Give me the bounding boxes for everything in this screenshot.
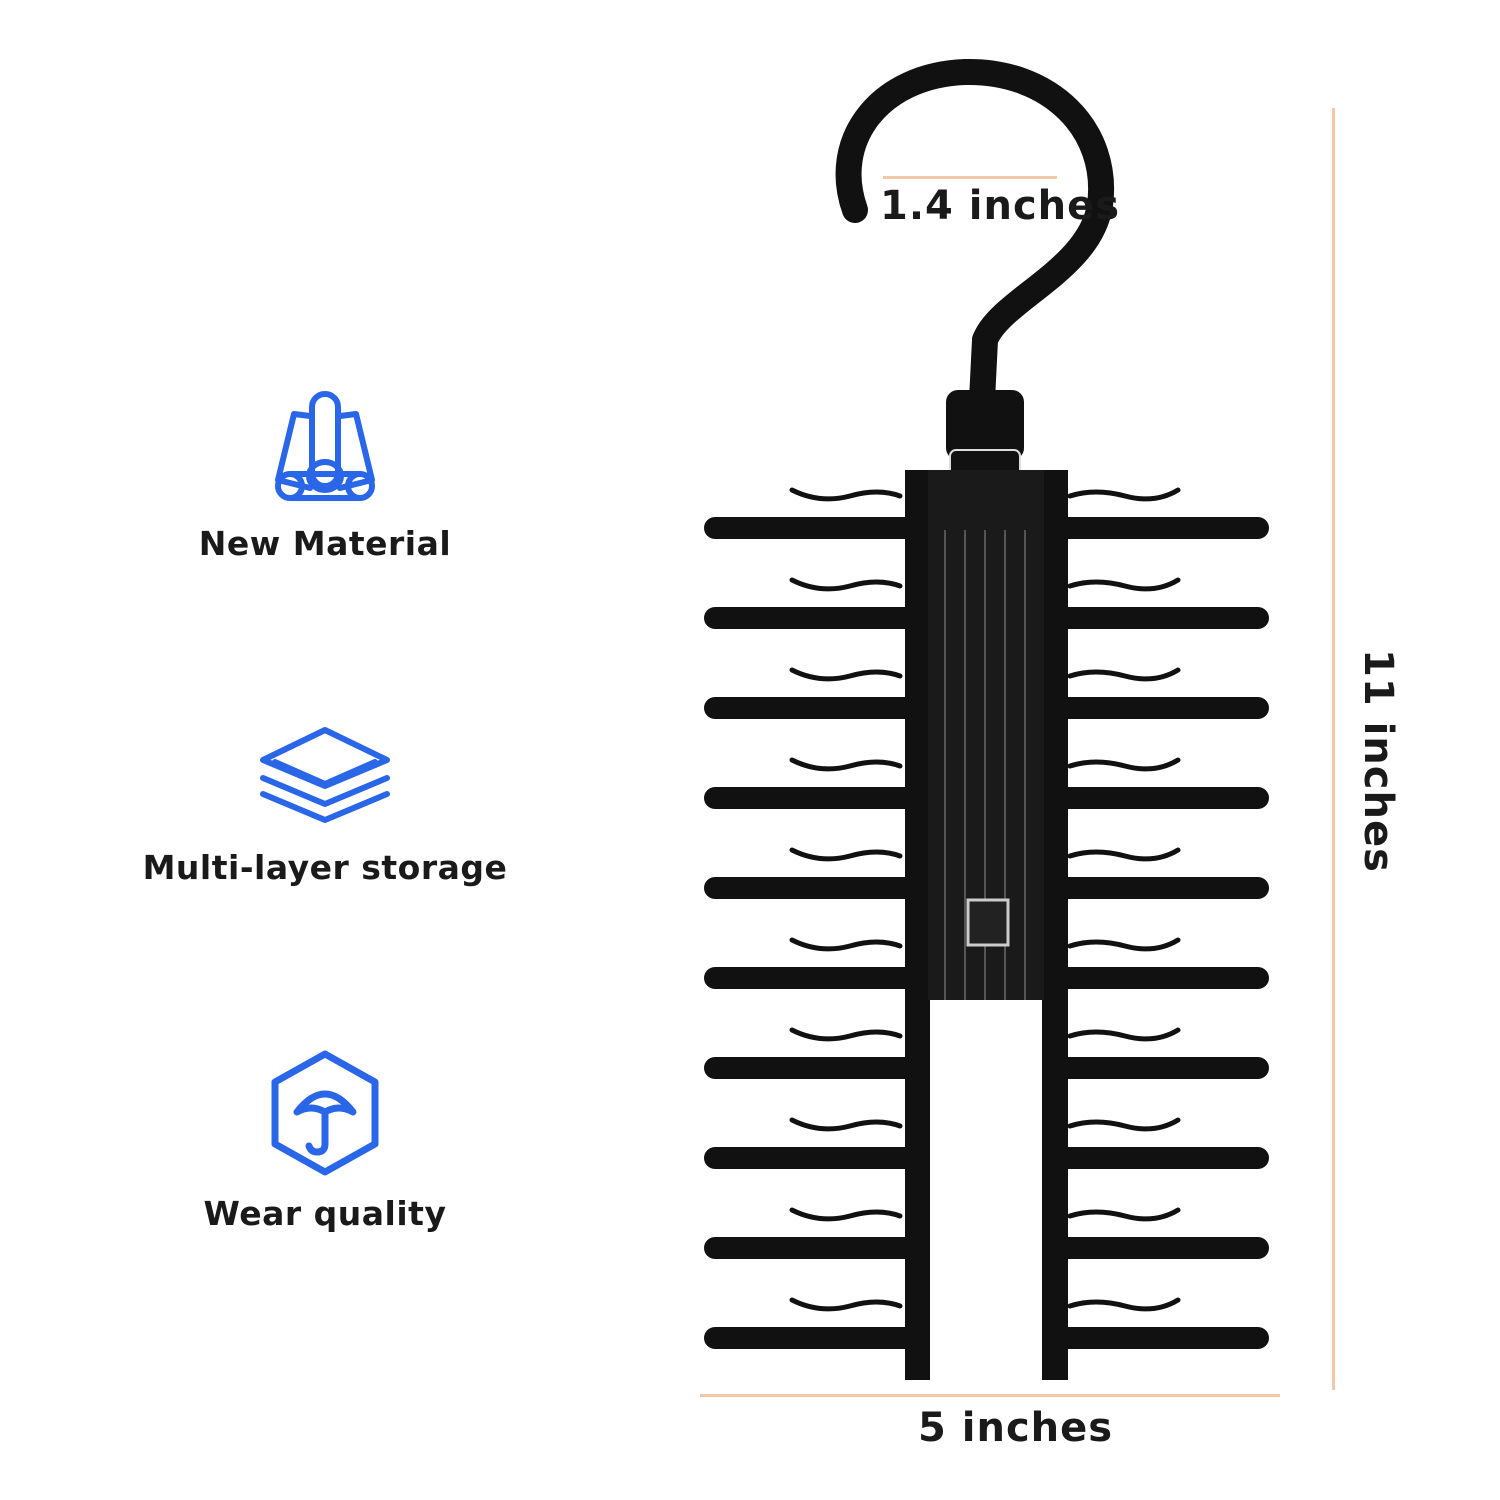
height-dimension-line — [1332, 108, 1335, 1390]
feature-multi-layer-storage: Multi-layer storage — [120, 722, 530, 887]
left-wave-clip — [789, 757, 903, 772]
left-wave-clip — [789, 937, 903, 952]
left-wave-clip — [789, 1027, 903, 1042]
feature-wear-quality: Wear quality — [120, 1048, 530, 1233]
left-wave-clip — [789, 847, 903, 862]
left-wave-clip — [789, 577, 903, 592]
feature-new-material: New Material — [120, 388, 530, 563]
tie-prongs — [704, 487, 1269, 1349]
right-wave-clip — [1067, 1297, 1181, 1312]
swivel-joint — [946, 390, 1024, 460]
hook-width-label: 1.4 inches — [880, 183, 1121, 229]
swivel-hook — [835, 58, 1115, 413]
width-label: 5 inches — [918, 1405, 1114, 1451]
right-wave-clip — [1067, 847, 1181, 862]
right-wave-clip — [1067, 487, 1181, 502]
feature-label: Wear quality — [203, 1194, 447, 1233]
right-wave-clip — [1067, 1117, 1181, 1132]
width-dimension-line — [700, 1394, 1280, 1397]
hook-width-dimension-line — [883, 176, 1057, 179]
left-wave-clip — [789, 1207, 903, 1222]
stacked-layers-icon — [260, 727, 390, 823]
middle-clip — [966, 898, 1010, 947]
right-wave-clip — [1067, 937, 1181, 952]
right-wave-clip — [1067, 577, 1181, 592]
right-wave-clip — [1067, 757, 1181, 772]
height-label: 11 inches — [1355, 649, 1401, 873]
feature-label: New Material — [198, 524, 452, 563]
umbrella-hexagon-icon — [271, 1050, 379, 1176]
right-wave-clip — [1067, 667, 1181, 682]
feature-label: Multi-layer storage — [142, 848, 508, 887]
right-wave-clip — [1067, 1027, 1181, 1042]
left-wave-clip — [789, 487, 903, 502]
left-wave-clip — [789, 667, 903, 682]
left-wave-clip — [789, 1117, 903, 1132]
material-rolls-icon — [275, 391, 375, 501]
right-wave-clip — [1067, 1207, 1181, 1222]
left-wave-clip — [789, 1297, 903, 1312]
